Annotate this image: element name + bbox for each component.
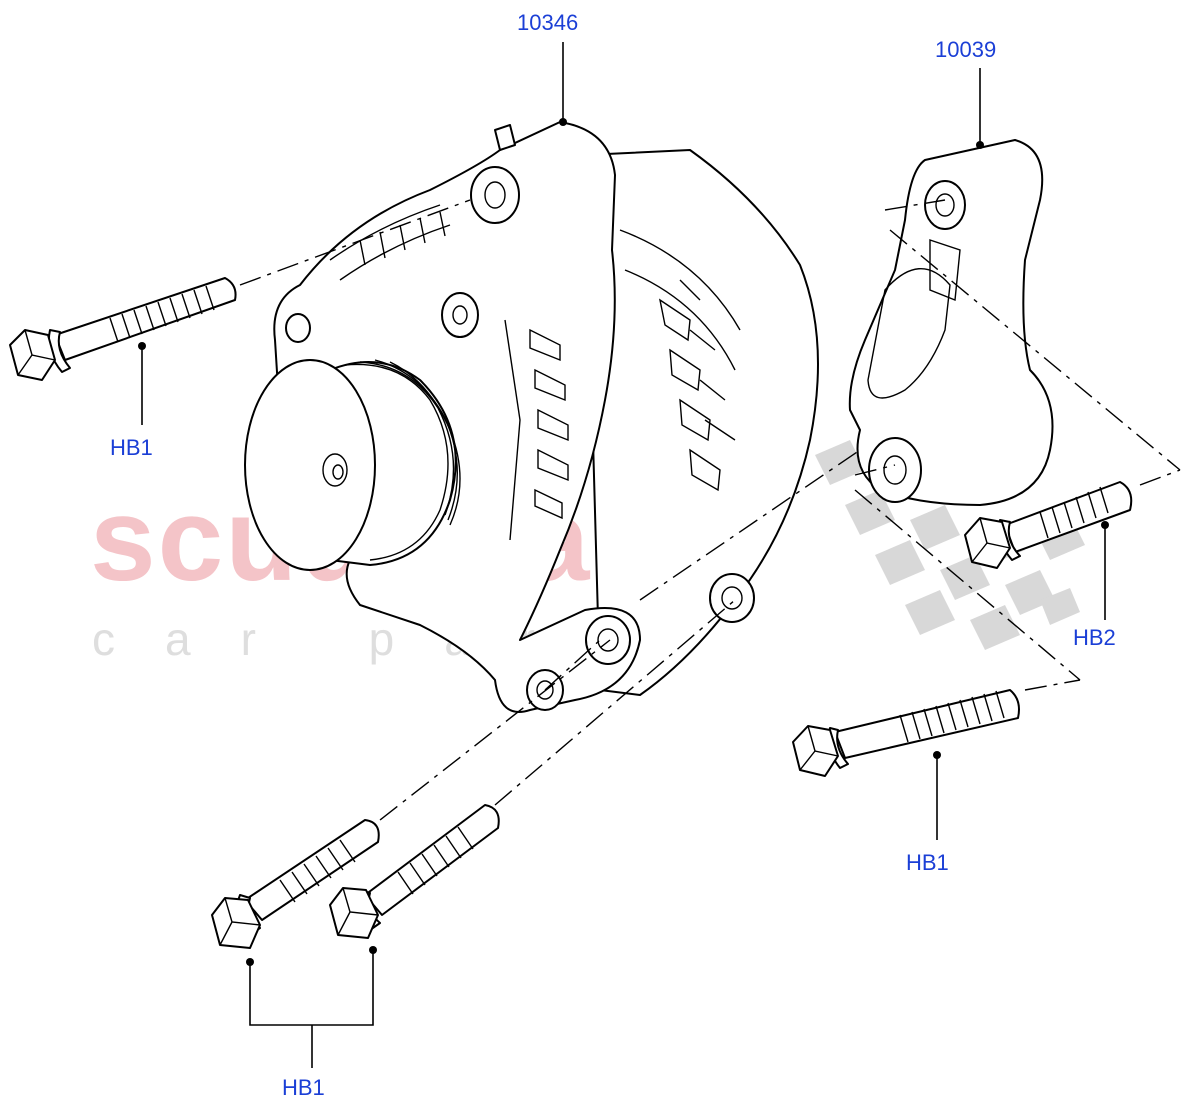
bolt-hb1-bottom-a bbox=[211, 819, 380, 949]
bolt-hb1-bottom-b bbox=[329, 804, 500, 939]
callout-bracket: 10039 bbox=[935, 37, 996, 62]
callout-bolt-left: HB1 bbox=[110, 435, 153, 460]
pulley bbox=[244, 359, 461, 571]
alternator bbox=[244, 121, 819, 713]
bolt-hb2 bbox=[964, 481, 1133, 569]
bolt-hb1-lower-right bbox=[792, 689, 1020, 777]
bolt-hb1-upper bbox=[9, 277, 237, 381]
alignment-lines bbox=[239, 199, 1181, 821]
mounting-bracket bbox=[848, 139, 1054, 506]
callout-bolts-bottom: HB1 bbox=[282, 1075, 325, 1100]
callout-bolt-right-upper: HB2 bbox=[1073, 625, 1116, 650]
callout-alternator: 10346 bbox=[517, 10, 578, 35]
callout-bolt-right-lower: HB1 bbox=[906, 850, 949, 875]
leader-lines bbox=[138, 42, 1109, 1068]
